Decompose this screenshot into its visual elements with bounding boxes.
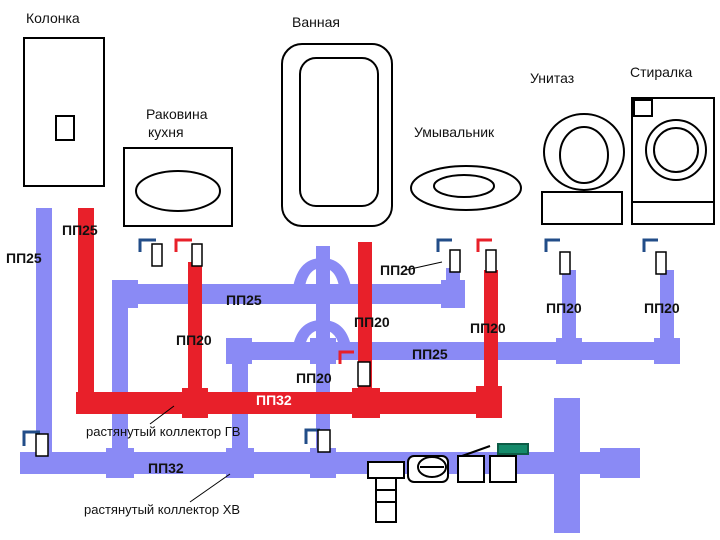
hot-joint	[352, 388, 380, 418]
cold-joint	[441, 280, 465, 308]
cold-kolonka-riser	[36, 208, 52, 458]
cold-joint	[226, 338, 252, 364]
washer-body	[631, 97, 715, 225]
washer-drum-inner	[653, 127, 699, 173]
bathtub-outer	[281, 43, 393, 227]
label-pp25-lower: ПП25	[412, 346, 448, 362]
tap-icon	[304, 428, 320, 444]
label-collector-cold: растянутый коллектор ХВ	[84, 502, 241, 517]
hot-collector-main	[76, 392, 498, 414]
leader-line	[405, 261, 443, 271]
label-kolonka: Колонка	[26, 10, 80, 26]
tap-valve-icon	[35, 433, 49, 457]
toilet-bowl-inner	[559, 126, 609, 184]
label-pp20-wash-cold: ПП20	[380, 262, 416, 278]
washer-drum-outer	[645, 119, 707, 181]
label-pp20-kitchen: ПП20	[176, 332, 212, 348]
filter-flask-icon	[375, 477, 397, 523]
label-pp20-wash-hot: ПП20	[470, 320, 506, 336]
label-pp32-hot: ПП32	[256, 392, 292, 408]
taps	[22, 238, 667, 457]
cold-crossover-lower	[292, 320, 352, 352]
cold-joint	[310, 448, 336, 478]
hot-joint	[182, 388, 208, 418]
label-pp20-toilet: ПП20	[546, 300, 582, 316]
cold-joint	[106, 448, 134, 478]
label-stiralka: Стиралка	[630, 64, 693, 80]
hot-water-pipes	[76, 208, 502, 418]
washbasin-inner	[433, 174, 495, 198]
tap-valve-icon	[191, 243, 203, 267]
hot-joint	[476, 386, 502, 418]
label-pp20-bath: ПП20	[354, 314, 390, 330]
tap-icon	[544, 238, 560, 252]
tap-icon	[22, 430, 40, 446]
ball-valve-icon	[489, 455, 517, 483]
cold-joint	[112, 280, 138, 308]
cold-joint	[654, 338, 680, 364]
cold-toilet-drop	[562, 270, 576, 350]
label-umyvalnik: Умывальник	[414, 124, 495, 140]
label-pp20-bath-hot: ПП20	[296, 370, 332, 386]
cold-joint	[226, 448, 254, 478]
tap-valve-icon	[151, 243, 163, 267]
leader-line	[189, 473, 231, 503]
tap-valve-icon	[485, 249, 497, 273]
label-pp25-left-hot: ПП25	[62, 222, 98, 238]
bathtub-inner	[299, 57, 379, 207]
cold-input-riser	[554, 398, 580, 533]
washbasin-outer	[410, 165, 522, 211]
tap-valve-icon	[559, 251, 571, 275]
label-pp25-left-cold: ПП25	[6, 250, 42, 266]
cold-joint	[310, 338, 336, 364]
cold-joint	[600, 448, 640, 478]
kolonka-window	[55, 115, 75, 141]
kolonka-box	[23, 37, 105, 187]
kitchen-sink-box	[123, 147, 233, 227]
cold-crossover-upper	[292, 258, 352, 294]
tap-icon	[338, 350, 354, 364]
filter-head	[367, 461, 405, 479]
tap-icon	[642, 238, 658, 252]
label-rakovina-line2: кухня	[148, 124, 184, 140]
tap-valve-icon	[449, 249, 461, 273]
tap-icon	[138, 238, 156, 252]
kitchen-sink-bowl	[135, 170, 221, 212]
tap-icon	[476, 238, 492, 252]
washer-panel	[633, 99, 653, 117]
label-vannaya: Ванная	[292, 14, 340, 30]
tap-icon	[436, 238, 452, 252]
filter-meter-assembly	[367, 443, 529, 523]
tap-icon	[174, 238, 192, 252]
hot-wash-drop	[484, 270, 498, 400]
check-valve-icon	[457, 455, 485, 483]
tap-valve-icon	[357, 361, 371, 387]
hot-kitchen-drop	[188, 262, 202, 400]
valve-handle-icon	[497, 443, 529, 455]
cold-riser-a	[112, 290, 128, 460]
valve-stem	[461, 445, 491, 457]
tap-valve-icon	[317, 429, 331, 453]
cold-washer-drop	[660, 270, 674, 350]
toilet-tank	[541, 191, 623, 225]
label-unitaz: Унитаз	[530, 70, 575, 86]
label-pp25-upper: ПП25	[226, 292, 262, 308]
cold-upper-branch	[118, 284, 463, 304]
hot-kolonka-riser	[78, 208, 94, 408]
label-pp32-cold: ПП32	[148, 460, 184, 476]
leader-line	[149, 405, 175, 425]
label-rakovina-line1: Раковина	[146, 106, 208, 122]
label-pp20-washer: ПП20	[644, 300, 680, 316]
cold-joint	[556, 338, 582, 364]
label-collector-hot: растянутый коллектор ГВ	[86, 424, 241, 439]
tap-valve-icon	[655, 251, 667, 275]
cold-water-pipes	[20, 208, 680, 533]
toilet-bowl-outer	[543, 113, 625, 191]
